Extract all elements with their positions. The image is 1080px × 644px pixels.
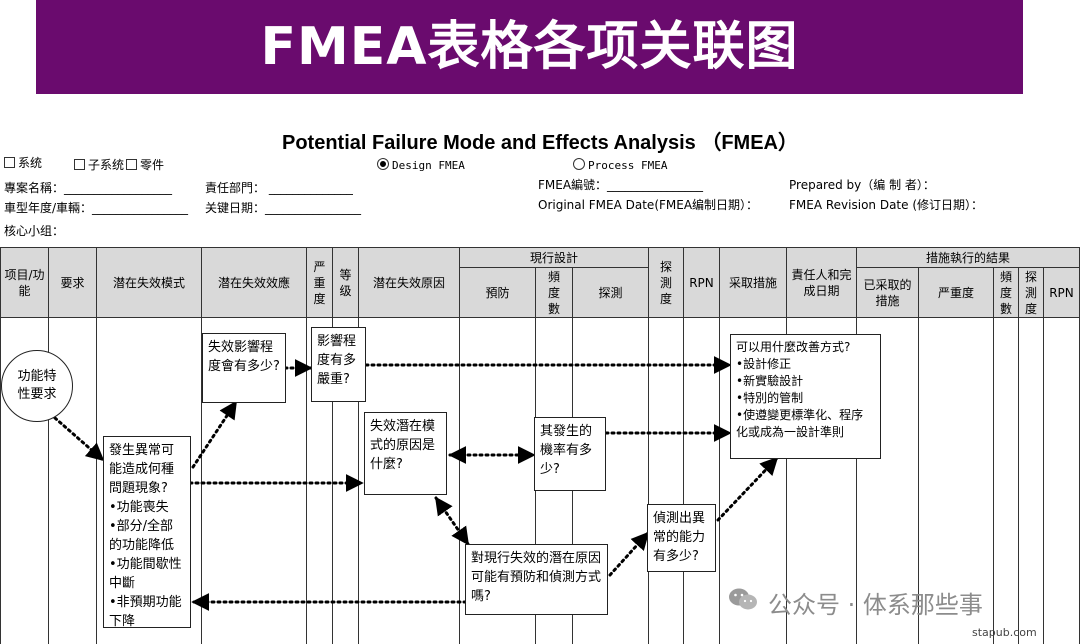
core-team-field[interactable]: 核心小组： <box>4 224 65 238</box>
column-divider <box>719 317 720 644</box>
option-design-fmea-label: Design FMEA <box>392 159 465 172</box>
function-requirement-circle: 功能特性要求 <box>1 350 73 422</box>
header-prevention: 預防 <box>459 267 536 318</box>
header-failure-effect: 潜在失效效應 <box>201 247 307 318</box>
column-divider <box>201 317 202 644</box>
header-item-function: 项目/功能 <box>0 247 49 318</box>
arrow-controls-to-detection <box>608 531 650 577</box>
checkbox-icon <box>4 157 15 168</box>
header-detection-control: 探測 <box>572 267 649 318</box>
option-component[interactable]: 零件 <box>126 156 164 173</box>
header-failure-cause: 潜在失效原因 <box>358 247 460 318</box>
detection-box: 偵測出異常的能力有多少? <box>647 504 716 572</box>
checkbox-icon <box>126 159 137 170</box>
header-requirement: 要求 <box>48 247 97 318</box>
option-process-fmea-label: Process FMEA <box>588 159 668 172</box>
project-name-field[interactable]: 專案名稱：__________________ <box>4 181 173 195</box>
key-date-field[interactable]: 关键日期：________________ <box>205 201 362 215</box>
option-subsystem[interactable]: 子系统 <box>74 156 124 173</box>
prepared-by-field[interactable]: Prepared by（编 制 者）： <box>789 178 935 192</box>
arrow-function-to-mode <box>53 416 105 462</box>
recommended-actions-box: 可以用什麼改善方式? •設計修正 •新實驗設計 •特別的管制 •使遵變更標準化、… <box>730 334 881 459</box>
column-divider <box>459 317 460 644</box>
column-divider <box>648 317 649 644</box>
option-process-fmea[interactable]: Process FMEA <box>573 158 667 172</box>
arrow-mode-to-effect <box>191 400 238 469</box>
document-title: Potential Failure Mode and Effects Analy… <box>281 132 798 154</box>
failure-mode-box: 發生異常可能造成何種問題現象? •功能喪失 •部分/全部的功能降低 •功能間歇性… <box>103 436 191 629</box>
option-design-fmea[interactable]: Design FMEA <box>377 158 465 172</box>
banner-title: FMEA表格各项关联图 <box>260 17 799 77</box>
checkbox-icon <box>74 159 85 170</box>
header-class: 等级 <box>332 247 359 318</box>
column-divider <box>786 317 787 644</box>
radio-selected-icon <box>377 158 389 170</box>
title-banner: FMEA表格各项关联图 <box>36 0 1023 94</box>
column-divider <box>993 317 994 644</box>
header-new-rpn: RPN <box>1043 267 1080 318</box>
header-rpn: RPN <box>683 247 720 318</box>
watermark-text: 公众号 · 体系那些事 <box>768 591 983 619</box>
column-divider <box>306 317 307 644</box>
column-divider <box>856 317 857 644</box>
header-detection: 探測度 <box>648 247 684 318</box>
failure-effect-box: 失效影響程度會有多少? <box>202 333 286 403</box>
current-controls-box: 對現行失效的潛在原因可能有預防和偵測方式嗎? <box>465 544 608 615</box>
failure-cause-box: 失效潛在模式的原因是什麼? <box>364 412 447 495</box>
column-divider <box>1018 317 1019 644</box>
wechat-icon <box>729 588 757 610</box>
arrow-cause-controls <box>434 496 470 546</box>
responsible-dept-field[interactable]: 責任部門： ______________ <box>205 181 353 195</box>
header-new-severity: 严重度 <box>918 267 994 318</box>
option-component-label: 零件 <box>140 158 165 172</box>
header-new-detection: 探測度 <box>1018 267 1044 318</box>
fmea-number-field[interactable]: FMEA編號：________________ <box>538 178 704 192</box>
radio-unselected-icon <box>573 158 585 170</box>
column-divider <box>48 317 49 644</box>
column-divider <box>683 317 684 644</box>
column-divider <box>918 317 919 644</box>
header-occurrence: 頻度數 <box>535 267 573 318</box>
watermark-site: stapub.com <box>972 626 1037 639</box>
column-divider <box>0 317 1 644</box>
model-year-field[interactable]: 車型年度/車輛：________________ <box>4 201 189 215</box>
occurrence-box: 其發生的機率有多少? <box>534 417 606 491</box>
original-date-field[interactable]: Original FMEA Date(FMEA编制日期）： <box>538 198 759 212</box>
revision-date-field[interactable]: FMEA Revision Date (修订日期）： <box>789 198 984 212</box>
option-subsystem-label: 子系统 <box>88 158 125 172</box>
header-actions-taken: 已采取的措施 <box>856 267 919 318</box>
option-system-label: 系统 <box>18 156 43 170</box>
option-system[interactable]: 系统 <box>4 154 42 171</box>
column-divider <box>332 317 333 644</box>
column-divider <box>1043 317 1044 644</box>
header-failure-mode: 潜在失效模式 <box>96 247 202 318</box>
severity-box: 影響程度有多嚴重? <box>311 327 366 402</box>
column-divider <box>96 317 97 644</box>
arrow-detection-to-actions <box>716 456 779 522</box>
